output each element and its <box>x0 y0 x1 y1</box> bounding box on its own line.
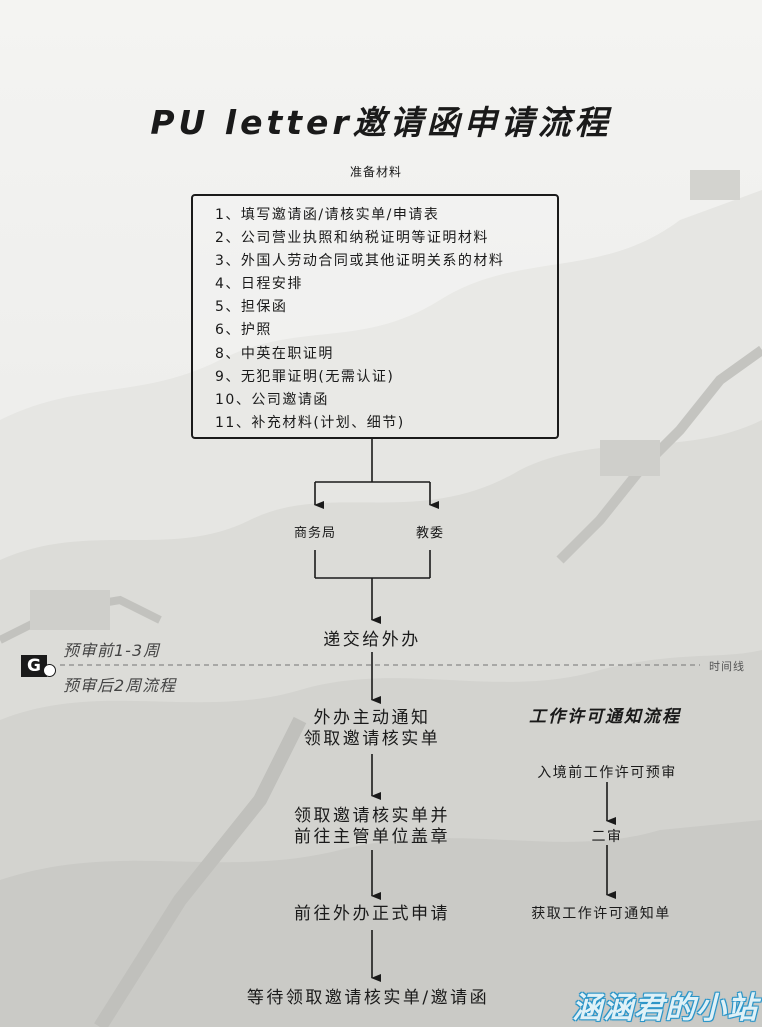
materials-item: 11、补充材料(计划、细节) <box>215 414 405 431</box>
step-notify-line2: 领取邀请核实单 <box>303 729 441 749</box>
materials-item: 6、护照 <box>215 322 272 339</box>
materials-list: 1、填写邀请函/请核实单/申请表 2、公司营业执照和纳税证明等证明材料 3、外国… <box>193 196 557 435</box>
materials-item: 8、中英在职证明 <box>215 345 334 362</box>
materials-item: 9、无犯罪证明(无需认证) <box>215 368 395 385</box>
work-permit-step-second-review: 二审 <box>591 829 623 845</box>
logo-clock-icon <box>43 664 56 677</box>
timeline-axis-label: 时间线 <box>709 660 745 673</box>
materials-item: 4、日程安排 <box>215 276 303 293</box>
step-wait: 等待领取邀请核实单/邀请函 <box>246 988 490 1008</box>
materials-item: 5、担保函 <box>215 299 288 316</box>
work-permit-title: 工作许可通知流程 <box>529 707 681 727</box>
materials-box: 1、填写邀请函/请核实单/申请表 2、公司营业执照和纳税证明等证明材料 3、外国… <box>191 194 559 439</box>
materials-item: 10、公司邀请函 <box>215 391 329 408</box>
site-watermark: 涵涵君的小站 <box>572 991 758 1026</box>
step-stamp-line2: 前往主管单位盖章 <box>294 827 450 847</box>
step-stamp-line1: 领取邀请核实单并 <box>294 806 450 826</box>
materials-item: 1、填写邀请函/请核实单/申请表 <box>215 207 440 223</box>
materials-heading: 准备材料 <box>349 165 403 179</box>
work-permit-step-pre-review: 入境前工作许可预审 <box>537 765 677 781</box>
page-title: PU letter邀请函申请流程 <box>150 103 612 142</box>
branch-shangwuju: 商务局 <box>293 526 337 541</box>
timeline-after-label: 预审后2周流程 <box>63 676 177 695</box>
materials-item: 3、外国人劳动合同或其他证明关系的材料 <box>215 253 505 270</box>
materials-item: 2、公司营业执照和纳税证明等证明材料 <box>215 230 489 247</box>
branch-jiaowei: 教委 <box>415 526 445 541</box>
work-permit-step-notice: 获取工作许可通知单 <box>531 906 671 922</box>
step-formal-apply: 前往外办正式申请 <box>294 904 450 924</box>
timeline-before-label: 预审前1-3周 <box>63 641 161 660</box>
step-submit: 递交给外办 <box>323 630 421 650</box>
step-notify-line1: 外办主动通知 <box>313 708 431 728</box>
logo-icon: G <box>21 655 47 677</box>
